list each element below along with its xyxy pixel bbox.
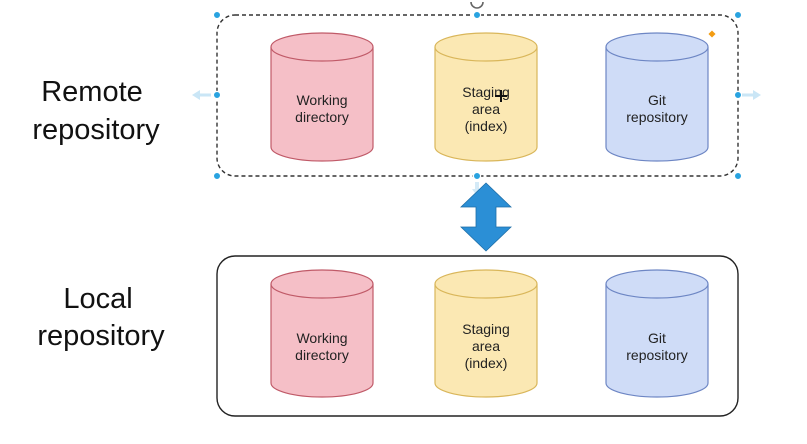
selection-handle-icon[interactable]: [733, 171, 743, 181]
remote-title-line2: repository: [32, 114, 160, 146]
cylinder-top: [270, 269, 374, 299]
cylinder-label-line2: area: [472, 101, 500, 117]
remote-repository-group[interactable]: Remote repository Working directory Stag…: [32, 1, 761, 196]
cylinder-label-line2: repository: [626, 347, 687, 363]
cylinder-label-line1: Git: [648, 330, 666, 346]
hover-arrow-icon[interactable]: [192, 90, 211, 100]
cylinder-label-line1: Working: [296, 92, 347, 108]
selection-handle-icon[interactable]: [472, 10, 482, 20]
cylinder-top: [434, 269, 538, 299]
cylinder-top: [605, 269, 709, 299]
selection-handle-icon[interactable]: [733, 90, 743, 100]
cylinder-body: [434, 284, 538, 398]
cylinder-label-line2: directory: [295, 347, 349, 363]
selection-handle-icon[interactable]: [472, 171, 482, 181]
move-cursor-icon: [495, 90, 507, 102]
remote-git-repository-cylinder[interactable]: Git repository: [605, 32, 709, 162]
local-git-repository-cylinder[interactable]: Git repository: [605, 269, 709, 398]
cylinder-label-line3: (index): [465, 118, 508, 134]
local-title-line1: Local: [63, 283, 132, 315]
remote-title-line1: Remote: [41, 76, 143, 108]
cylinder-label-line1: Git: [648, 92, 666, 108]
local-staging-area-cylinder[interactable]: Staging area (index): [434, 269, 538, 398]
selection-handle-icon[interactable]: [212, 90, 222, 100]
cylinder-label-line1: Staging: [462, 84, 509, 100]
remote-working-directory-cylinder[interactable]: Working directory: [270, 32, 374, 162]
double-arrow-icon[interactable]: [460, 182, 512, 252]
rotate-handle-icon[interactable]: [470, 1, 484, 9]
adjust-handle-icon[interactable]: [708, 30, 716, 38]
cylinder-label-line1: Working: [296, 330, 347, 346]
cylinder-top: [434, 32, 538, 62]
selection-handle-icon[interactable]: [733, 10, 743, 20]
remote-staging-area-cylinder[interactable]: Staging area (index): [434, 32, 538, 162]
local-repository-group[interactable]: Local repository Working directory Stagi…: [37, 255, 739, 417]
cylinder-label-line3: (index): [465, 355, 508, 371]
selection-handle-icon[interactable]: [212, 10, 222, 20]
cylinder-top: [605, 32, 709, 62]
cylinder-top: [270, 32, 374, 62]
cylinder-body: [434, 47, 538, 162]
cylinder-body: [270, 47, 374, 162]
selection-handles[interactable]: [212, 10, 743, 181]
cylinder-label-line1: Staging: [462, 321, 509, 337]
hover-arrow-icon[interactable]: [742, 90, 761, 100]
cylinder-label-line2: repository: [626, 109, 687, 125]
local-working-directory-cylinder[interactable]: Working directory: [270, 269, 374, 398]
cylinder-label-line2: area: [472, 338, 500, 354]
selection-handle-icon[interactable]: [212, 171, 222, 181]
cylinder-label-line2: directory: [295, 109, 349, 125]
local-title-line2: repository: [37, 320, 165, 352]
cylinder-body: [270, 284, 374, 398]
cylinder-body: [605, 47, 709, 162]
local-container[interactable]: [216, 255, 739, 417]
cylinder-body: [605, 284, 709, 398]
